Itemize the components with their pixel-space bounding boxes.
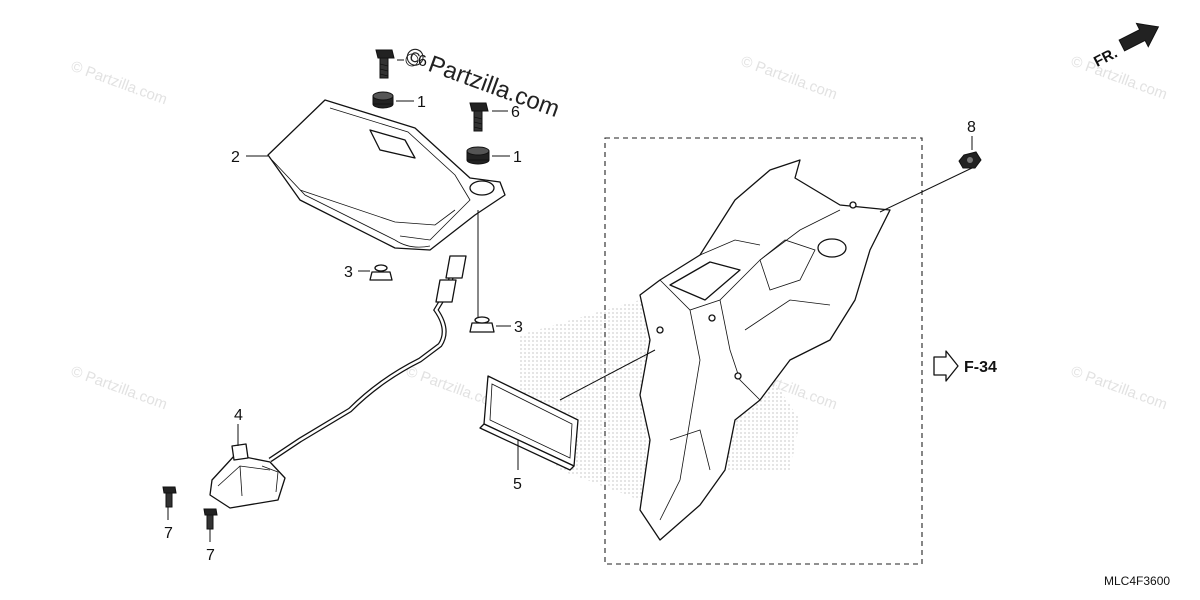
watermark: © Partzilla.com <box>739 53 840 104</box>
callout-6-lower: 6 <box>511 104 520 121</box>
callout-5: 5 <box>513 476 522 493</box>
callout-2: 2 <box>231 149 240 166</box>
bolt-lower <box>469 102 489 132</box>
reflector <box>479 375 579 471</box>
license-light <box>209 443 286 509</box>
tail-light-unit <box>267 99 506 251</box>
callout-3-right: 3 <box>514 319 523 336</box>
collar-left <box>369 264 393 281</box>
diagram-code: MLC4F3600 <box>1104 574 1170 588</box>
bolt-upper <box>375 49 395 79</box>
rear-fender <box>639 159 891 541</box>
grommet-lower <box>466 146 490 165</box>
callout-7-right: 7 <box>206 547 215 564</box>
leader-lines <box>167 59 973 542</box>
front-arrow-icon <box>1118 22 1160 52</box>
callout-6-upper: 6 <box>418 53 427 70</box>
screw-left <box>162 486 177 508</box>
watermark: © Partzilla.com <box>69 58 170 109</box>
wire-harness <box>268 255 467 463</box>
callout-1-upper: 1 <box>417 94 426 111</box>
callout-4: 4 <box>234 407 243 424</box>
watermark: © Partzilla.com <box>69 363 170 414</box>
assembly-boundary-box <box>604 137 923 565</box>
callout-1-lower: 1 <box>513 149 522 166</box>
callout-3-left: 3 <box>344 264 353 281</box>
screw-right <box>203 508 218 530</box>
washer <box>405 53 419 67</box>
reference-f34: F-34 <box>933 350 997 382</box>
callout-8: 8 <box>967 119 976 136</box>
callout-7-left: 7 <box>164 525 173 542</box>
reference-arrow-icon <box>933 350 959 382</box>
nut <box>958 151 982 169</box>
reference-label: F-34 <box>964 359 997 376</box>
grommet-upper <box>372 91 394 109</box>
watermark: © Partzilla.com <box>1069 363 1170 414</box>
collar-right <box>469 316 495 333</box>
direction-indicator: FR. <box>1091 22 1160 71</box>
callout-labels: 1 1 2 3 3 4 5 6 6 7 7 8 <box>164 53 976 564</box>
